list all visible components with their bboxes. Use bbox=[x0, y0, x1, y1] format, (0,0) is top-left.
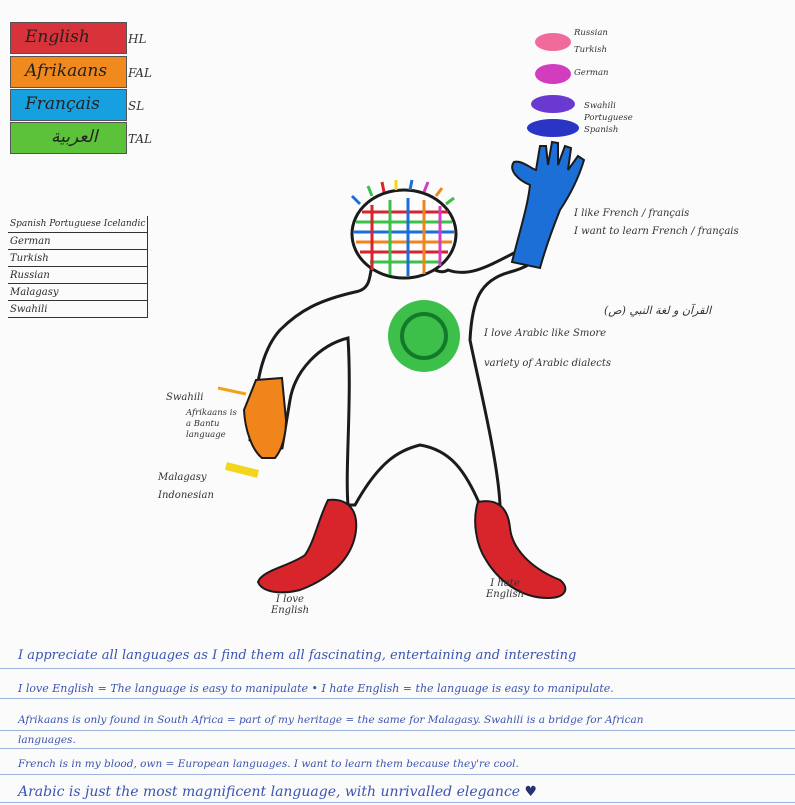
heart-icon: ♥ bbox=[525, 784, 538, 800]
label-turkish: Turkish bbox=[574, 45, 607, 55]
label-german: German bbox=[574, 68, 609, 78]
language-figure bbox=[0, 0, 795, 640]
label-spanish: Spanish bbox=[584, 125, 618, 135]
label-portuguese: Portuguese bbox=[584, 113, 633, 123]
note-malagasy: Malagasy bbox=[158, 472, 207, 483]
paragraph-line: languages. bbox=[18, 734, 76, 746]
note-love-english: I love English bbox=[260, 594, 320, 616]
colour-stack bbox=[527, 33, 579, 137]
label-swahili: Swahili bbox=[584, 101, 616, 111]
orange-hand bbox=[244, 378, 286, 458]
paragraph-line: I appreciate all languages as I find the… bbox=[18, 648, 576, 663]
note-hate-english: I hate English bbox=[478, 578, 532, 600]
label-russian: Russian bbox=[574, 28, 608, 38]
left-boot bbox=[258, 500, 356, 593]
paragraph-text: Arabic is just the most magnificent lang… bbox=[18, 784, 520, 800]
note-indonesian: Indonesian bbox=[158, 490, 214, 501]
paragraph-line: Afrikaans is only found in South Africa … bbox=[18, 714, 644, 726]
paragraph-line: I love English = The language is easy to… bbox=[18, 682, 614, 695]
note-french-1: I like French / français bbox=[574, 208, 689, 219]
note-arabic-variety: variety of Arabic dialects bbox=[484, 358, 611, 369]
note-arabic-quote: القرآن و لغة النبي (ص) bbox=[604, 304, 711, 317]
paragraph-line-last: Arabic is just the most magnificent lang… bbox=[18, 784, 537, 800]
paragraph-line: French is in my blood, own = European la… bbox=[18, 758, 519, 770]
blue-arm bbox=[512, 142, 584, 268]
note-swahili: Swahili bbox=[166, 392, 203, 403]
body-outline bbox=[250, 250, 540, 505]
note-afrikaans: Afrikaans is a Bantu language bbox=[186, 408, 244, 441]
note-french-2: I want to learn French / français bbox=[574, 226, 739, 237]
chest-green bbox=[388, 300, 460, 372]
note-arabic-love: I love Arabic like Smore bbox=[484, 328, 606, 339]
